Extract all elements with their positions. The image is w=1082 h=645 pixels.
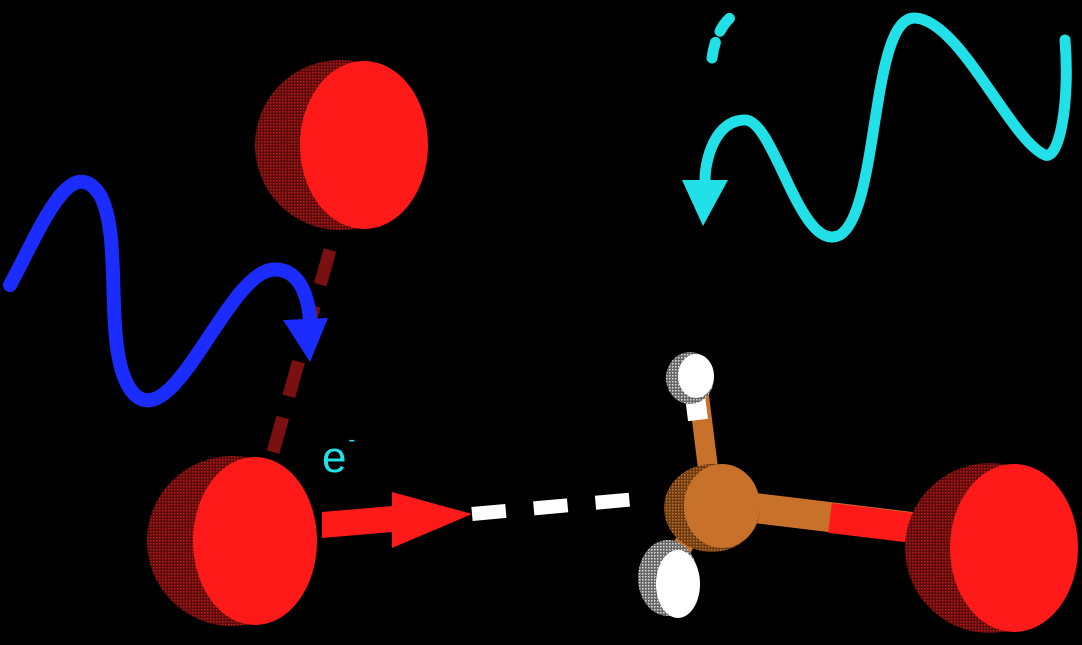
oxygen-atom-left <box>147 456 317 626</box>
phosphorus-atom <box>664 464 760 552</box>
electron-symbol: e <box>322 433 347 482</box>
oxygen-atom-right <box>905 463 1078 633</box>
electron-charge: - <box>348 429 356 451</box>
electron-label: e- <box>322 418 355 480</box>
dashed-bond-dark <box>261 248 337 472</box>
incoming-photon-wave <box>3 174 328 408</box>
oxygen-atom-top <box>255 60 428 230</box>
outgoing-photon-wave <box>682 8 1072 243</box>
reaction-arrow <box>322 492 472 548</box>
hydrogen-atom-bottom <box>638 540 700 618</box>
hydrogen-atom-top <box>666 352 714 404</box>
bond-p-oxygen-right <box>728 490 932 545</box>
dashed-bond-light <box>471 491 649 521</box>
